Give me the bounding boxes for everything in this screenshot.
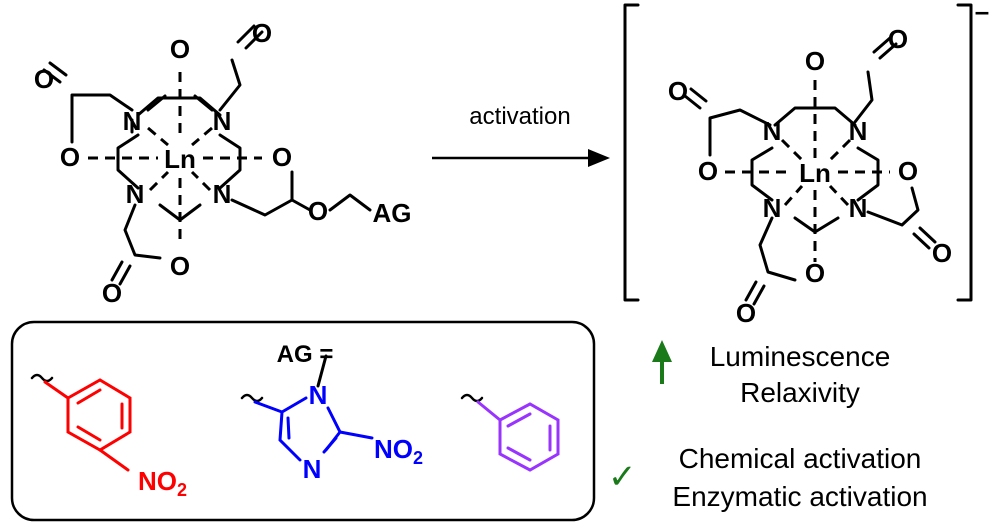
wavy-bond-icon-3: [460, 393, 484, 403]
ag-legend-box: AG = NO2 N N NO2: [10, 320, 596, 522]
right-o-top-carbonyl: O: [888, 24, 908, 54]
left-complex: N N N N Ln O O O O O O O O AG: [34, 18, 412, 308]
left-n-bottom-left: N: [126, 179, 145, 209]
right-o-bottom-carbonyl: O: [736, 298, 756, 328]
left-o-top-carbonyl: O: [252, 18, 272, 48]
arrow-head-icon: [588, 149, 610, 167]
green-up-arrow-icon: [652, 340, 672, 384]
right-o-right-carbonyl: O: [932, 238, 952, 268]
phenyl-group: [460, 393, 560, 472]
right-o-left: O: [698, 156, 718, 186]
relaxivity-label: Relaxivity: [740, 377, 860, 408]
left-o-bottom: O: [170, 251, 190, 281]
right-o-bottom: O: [805, 258, 825, 288]
right-bracket: [956, 3, 973, 302]
imidazole-n1-label: N: [309, 380, 328, 410]
left-ag-label: AG: [373, 198, 412, 228]
activation-arrow: activation: [432, 103, 610, 167]
right-n-bottom-left: N: [763, 193, 782, 223]
right-complex: – N N N N Ln O O O O O O O: [623, 0, 989, 328]
left-bracket: [623, 3, 640, 302]
right-n-top-right: N: [849, 116, 868, 146]
right-n-bottom-right: N: [849, 193, 868, 223]
outcomes: Luminescence Relaxivity ✓ Chemical activ…: [608, 340, 928, 512]
arrow-label: activation: [469, 103, 570, 130]
nitrophenyl-no2-label: NO2: [138, 466, 187, 500]
left-o-left-carbonyl: O: [34, 64, 54, 94]
left-o-bottom-carbonyl: O: [102, 278, 122, 308]
nitrophenyl-group: [30, 373, 132, 472]
right-metal: Ln: [799, 158, 831, 188]
right-o-right: O: [898, 156, 918, 186]
left-o-right: O: [272, 142, 292, 172]
chemical-activation-label: Chemical activation: [679, 443, 922, 474]
left-n-bottom-right: N: [213, 179, 232, 209]
luminescence-label: Luminescence: [710, 341, 891, 372]
wavy-bond-icon: [30, 373, 54, 383]
left-o-left: O: [60, 142, 80, 172]
nitroimidazole-no2-label: NO2: [374, 434, 423, 468]
right-o-left-carbonyl: O: [668, 76, 688, 106]
enzymatic-activation-label: Enzymatic activation: [672, 481, 927, 512]
left-metal: Ln: [164, 144, 196, 174]
left-n-top-left: N: [123, 106, 142, 136]
right-o-top: O: [805, 46, 825, 76]
left-n-top-right: N: [213, 106, 232, 136]
imidazole-n3-label: N: [303, 454, 322, 484]
charge-label: –: [975, 0, 989, 26]
left-o-ester: O: [308, 196, 328, 226]
green-check-icon: ✓: [608, 458, 637, 496]
nitroimidazole-group: [240, 354, 374, 462]
right-n-top-left: N: [763, 116, 782, 146]
wavy-bond-icon-2: [240, 393, 264, 403]
left-o-top: O: [170, 34, 190, 64]
